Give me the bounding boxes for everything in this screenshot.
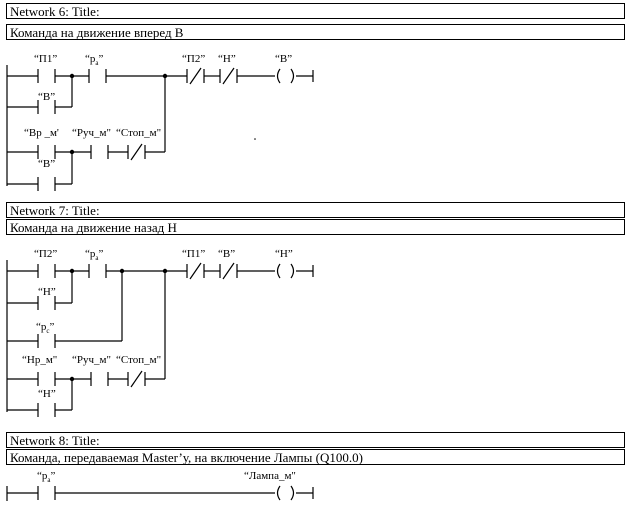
n7-contact-p2 <box>37 264 56 278</box>
n7-coil-n <box>276 263 295 279</box>
n8-label-pa: “ра” <box>37 470 56 484</box>
network-7-title: Network 7: Title: <box>6 202 625 218</box>
n6-contact-stop-m-nc <box>127 143 146 161</box>
n6-contact-p1 <box>37 69 56 83</box>
n7-label-p1: “П1” <box>182 248 205 260</box>
network-6-labels: “П1” “ра” “П2” “Н” “В” “В” “Вр _м' “Руч_… <box>24 53 292 170</box>
n6-label-p2: “П2” <box>182 53 205 65</box>
n6-contact-ruch-m <box>90 145 109 159</box>
n7-contact-pa <box>88 264 107 278</box>
n7-label-b1: “Н” <box>38 286 56 298</box>
n7-contact-n-hold <box>37 296 56 310</box>
stray-dot <box>254 138 256 140</box>
n6-label-p1: “П1” <box>34 53 57 65</box>
network-7-labels: “П2” “ра” “П1” “В” “Н” “Н” “рс” “Нр_м" “… <box>22 248 293 400</box>
n7-contact-nr-m <box>37 372 56 386</box>
n7-contact-v-nc <box>219 262 238 280</box>
n6-label-b1: “В” <box>38 91 55 103</box>
n6-label-b3: “В” <box>38 158 55 170</box>
network-6-title: Network 6: Title: <box>6 3 625 19</box>
n6-contact-vr-m <box>37 145 56 159</box>
network-6-comment: Команда на движение вперед В <box>6 24 625 40</box>
n6-label-b2c: “Стоп_м" <box>116 127 161 139</box>
n6-coil-v <box>276 68 295 84</box>
network-8-title: Network 8: Title: <box>6 432 625 448</box>
network-8-labels: “ра” “Лампа_м" <box>37 470 296 484</box>
n7-label-b3b: “Руч_м" <box>72 354 111 366</box>
n7-label-p2: “П2” <box>34 248 57 260</box>
n6-contact-v-hold <box>37 100 56 114</box>
n6-label-n: “Н” <box>218 53 236 65</box>
n6-contact-pa <box>88 69 107 83</box>
n7-contact-stop-m-nc <box>127 370 146 388</box>
n6-contact-p2-nc <box>186 67 205 85</box>
n6-label-b2a: “Вр _м' <box>24 127 59 139</box>
n7-label-b3a: “Нр_м" <box>22 354 57 366</box>
n6-label-coil: “В” <box>275 53 292 65</box>
n7-contact-pc <box>37 334 56 348</box>
n7-label-v: “В” <box>218 248 235 260</box>
n6-label-pa: “ра” <box>85 53 104 67</box>
network-8-comment: Команда, передаваемая Master’у, на включ… <box>6 449 625 465</box>
n8-contact-pa <box>37 486 56 500</box>
n8-coil-lampa <box>276 485 295 501</box>
n7-label-b4: “Н” <box>38 388 56 400</box>
n7-contact-n-2 <box>37 403 56 417</box>
n6-contact-v-2 <box>37 177 56 191</box>
n7-contact-p1-nc <box>186 262 205 280</box>
n6-label-b2b: “Руч_м" <box>72 127 111 139</box>
network-6-rungs <box>6 65 314 191</box>
n7-label-b3c: “Стоп_м" <box>116 354 161 366</box>
n7-label-b2: “рс” <box>36 321 55 335</box>
n8-label-coil: “Лампа_м" <box>244 470 296 482</box>
network-7-rungs <box>6 260 314 417</box>
n6-contact-n-nc <box>219 67 238 85</box>
n7-label-pa: “ра” <box>85 248 104 262</box>
network-8-rungs <box>6 485 314 501</box>
n7-contact-ruch-m <box>90 372 109 386</box>
network-7-comment: Команда на движение назад Н <box>6 219 625 235</box>
n7-label-coil: “Н” <box>275 248 293 260</box>
